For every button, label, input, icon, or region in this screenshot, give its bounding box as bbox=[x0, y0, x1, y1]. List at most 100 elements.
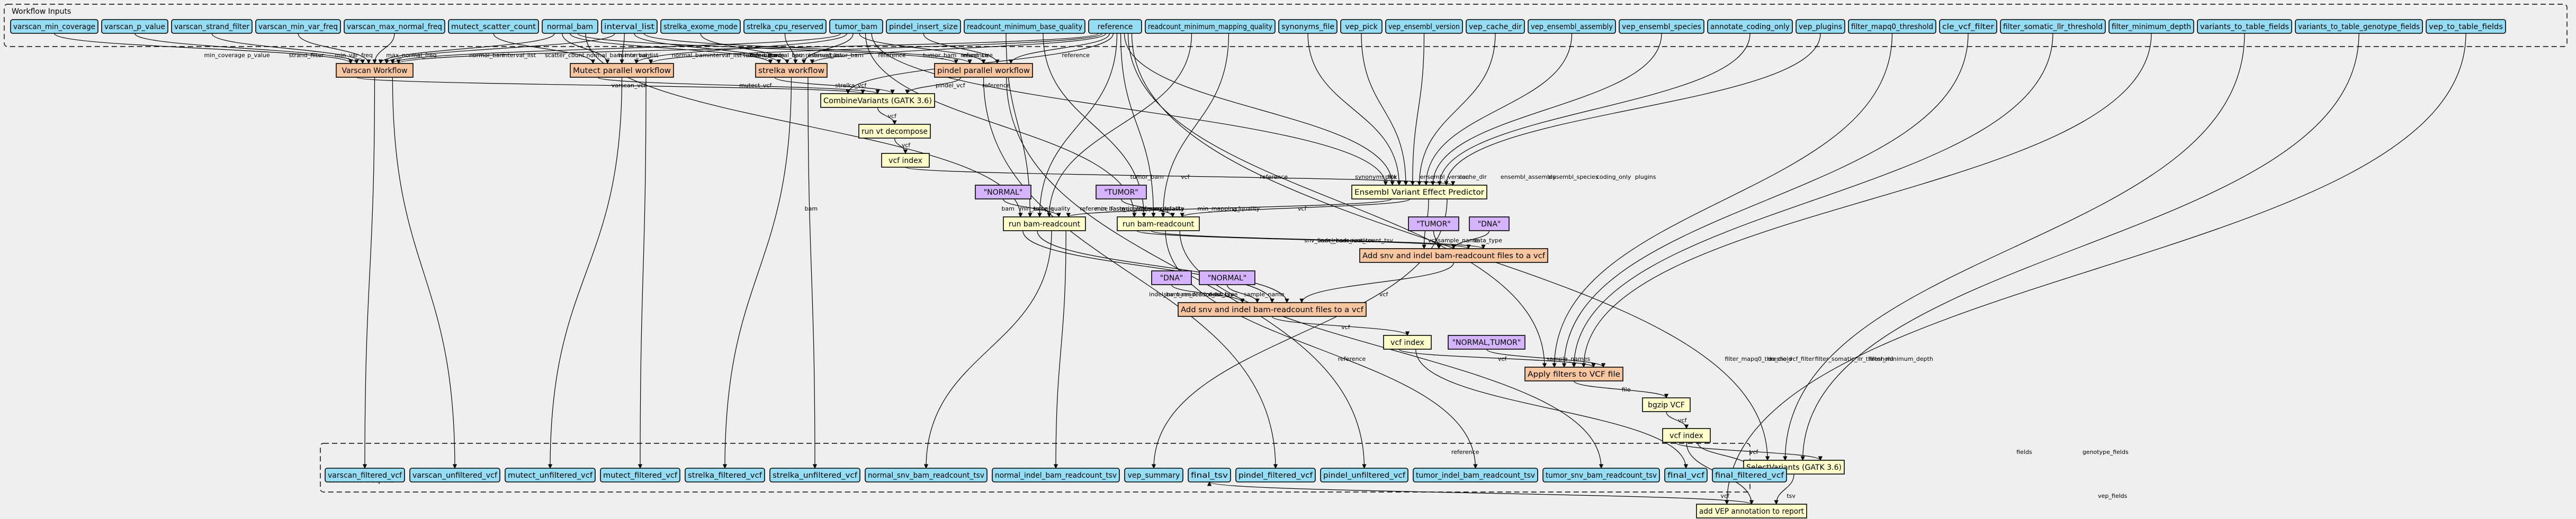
tool-node-vcfidx2[interactable]: vcf index bbox=[1383, 335, 1432, 350]
output-node-o_vuv[interactable]: varscan_unfiltered_vcf bbox=[409, 468, 500, 482]
tool-node-decompose[interactable]: run vt decompose bbox=[858, 124, 931, 139]
output-node-o_tsbrt[interactable]: tumor_snv_bam_readcount_tsv bbox=[1542, 468, 1660, 482]
constant-node-ctumor2[interactable]: "TUMOR" bbox=[1408, 216, 1459, 231]
tool-node-vep[interactable]: Ensembl Variant Effect Predictor bbox=[1351, 185, 1487, 199]
node-label: vep_cache_dir bbox=[1469, 23, 1522, 31]
input-node-vttf[interactable]: variants_to_table_fields bbox=[2197, 19, 2292, 34]
output-node-o_vs[interactable]: vep_summary bbox=[1124, 468, 1183, 482]
subworkflow-node-strelka[interactable]: strelka workflow bbox=[755, 63, 828, 78]
output-node-o_ffv[interactable]: final_filtered_vcf bbox=[1712, 468, 1787, 482]
edge-tb-to-varscan: tumor_bam bbox=[390, 33, 841, 64]
input-node-rmbq[interactable]: readcount_minimum_base_quality bbox=[964, 19, 1085, 34]
input-node-scr[interactable]: strelka_cpu_reserved bbox=[743, 19, 827, 34]
input-node-vpl[interactable]: vep_plugins bbox=[1796, 19, 1845, 34]
output-node-o_mfv[interactable]: mutect_filtered_vcf bbox=[600, 468, 680, 482]
input-node-rmmq[interactable]: readcount_minimum_mapping_quality bbox=[1145, 19, 1276, 34]
edge-ctumor2-to-addt: sample_name bbox=[1433, 230, 1479, 249]
input-node-aco[interactable]: annotate_coding_only bbox=[1707, 19, 1793, 34]
input-node-vpv[interactable]: varscan_p_value bbox=[101, 19, 168, 34]
input-node-fst[interactable]: filter_somatic_llr_threshold bbox=[2000, 19, 2106, 34]
tool-node-brt[interactable]: run bam-readcount bbox=[1117, 216, 1200, 231]
subworkflow-node-varscan[interactable]: Varscan Workflow bbox=[336, 63, 414, 78]
output-node-o_nsbrt[interactable]: normal_snv_bam_readcount_tsv bbox=[865, 468, 988, 482]
subworkflow-node-mutect[interactable]: Mutect parallel workflow bbox=[570, 63, 674, 78]
tool-node-addvep[interactable]: add VEP annotation to report bbox=[1696, 504, 1807, 518]
edge-label: indel_bam_readcount_tsv bbox=[1319, 237, 1394, 244]
node-label: CombineVariants (GATK 3.6) bbox=[823, 97, 932, 105]
input-node-vmvf[interactable]: varscan_min_var_freq bbox=[255, 19, 341, 34]
input-node-fmd[interactable]: filter_minimum_depth bbox=[2108, 19, 2194, 34]
input-node-msc[interactable]: mutect_scatter_count bbox=[448, 19, 539, 34]
constant-node-cnt[interactable]: "NORMAL,TUMOR" bbox=[1448, 335, 1525, 350]
input-node-sem[interactable]: strelka_exome_mode bbox=[660, 19, 741, 34]
input-node-pis[interactable]: pindel_insert_size bbox=[886, 19, 961, 34]
output-node-o_pfv[interactable]: pindel_filtered_vcf bbox=[1235, 468, 1316, 482]
edge-ref-to-strelka: reference bbox=[810, 33, 1107, 64]
constant-node-cdna1[interactable]: "DNA" bbox=[1469, 216, 1510, 231]
node-box bbox=[255, 19, 341, 34]
edge-nb-to-brn: bam bbox=[585, 33, 1023, 217]
input-node-nb[interactable]: normal_bam bbox=[542, 19, 598, 34]
edge-label: vcf bbox=[1379, 291, 1389, 298]
output-node-o_fv[interactable]: final_vcf bbox=[1664, 468, 1708, 482]
node-label: tumor_bam bbox=[835, 23, 877, 31]
input-node-sf[interactable]: synonyms_file bbox=[1278, 19, 1338, 34]
input-node-tb[interactable]: tumor_bam bbox=[829, 19, 883, 34]
output-node-o_ft[interactable]: final_tsv bbox=[1188, 468, 1231, 482]
input-node-vev[interactable]: vep_ensembl_version bbox=[1385, 19, 1463, 34]
tool-node-vcfidx1[interactable]: vcf index bbox=[881, 153, 930, 168]
subworkflow-node-pindel[interactable]: pindel parallel workflow bbox=[934, 63, 1033, 78]
node-label: add VEP annotation to report bbox=[1699, 507, 1804, 516]
output-node-o_suv[interactable]: strelka_unfiltered_vcf bbox=[769, 468, 860, 482]
subworkflow-node-addn[interactable]: Add snv and indel bam-readcount files to… bbox=[1178, 302, 1367, 317]
edge-line bbox=[211, 33, 365, 64]
edge-cnormal1-to-brn: sample bbox=[1002, 198, 1061, 217]
constant-node-cnormal2[interactable]: "NORMAL" bbox=[1199, 270, 1255, 285]
input-node-vsf[interactable]: varscan_strand_filter bbox=[171, 19, 253, 34]
tool-node-combine[interactable]: CombineVariants (GATK 3.6) bbox=[820, 93, 935, 108]
input-node-ves[interactable]: vep_ensembl_species bbox=[1619, 19, 1704, 34]
edge-line bbox=[1226, 284, 1260, 303]
edge-line bbox=[1573, 380, 1669, 398]
subworkflow-node-applyf[interactable]: Apply filters to VCF file bbox=[1524, 367, 1623, 381]
input-node-vtf[interactable]: vep_to_table_fields bbox=[2426, 19, 2506, 34]
output-node-o_sfv[interactable]: strelka_filtered_vcf bbox=[685, 468, 765, 482]
input-node-cvf[interactable]: cle_vcf_filter bbox=[1939, 19, 1997, 34]
constant-node-ctumor1[interactable]: "TUMOR" bbox=[1096, 185, 1147, 199]
tool-node-vcfidx3[interactable]: vcf index bbox=[1662, 428, 1711, 443]
input-node-ref[interactable]: reference bbox=[1088, 19, 1142, 34]
input-node-vmnf[interactable]: varscan_max_normal_freq bbox=[344, 19, 445, 34]
input-node-vea[interactable]: vep_ensembl_assembly bbox=[1528, 19, 1616, 34]
subworkflow-node-addt[interactable]: Add snv and indel bam-readcount files to… bbox=[1359, 248, 1548, 263]
constant-node-cnormal1[interactable]: "NORMAL" bbox=[975, 185, 1031, 199]
node-box bbox=[344, 19, 445, 34]
edge-rmbq-to-brt: min_base_quality bbox=[1043, 33, 1146, 217]
edge-vcfidx1-to-vep: vcf bbox=[905, 167, 1455, 186]
input-node-fmt[interactable]: filter_mapq0_threshold bbox=[1848, 19, 1936, 34]
input-node-vttg[interactable]: variants_to_table_genotype_fields bbox=[2295, 19, 2423, 34]
tool-node-bgzip[interactable]: bgzip VCF bbox=[1642, 397, 1691, 412]
tool-node-brn[interactable]: run bam-readcount bbox=[1003, 216, 1086, 231]
output-node-o_nibrt[interactable]: normal_indel_bam_readcount_tsv bbox=[992, 468, 1120, 482]
output-node-o_muv[interactable]: mutect_unfiltered_vcf bbox=[505, 468, 596, 482]
edge-selectv-to-addvep: tsv bbox=[1774, 474, 1796, 505]
edge-label: vcf bbox=[1721, 493, 1730, 499]
edge-label: normal_bam bbox=[768, 52, 804, 59]
node-label: varscan_filtered_vcf bbox=[328, 471, 402, 480]
input-node-vmc[interactable]: varscan_min_coverage bbox=[10, 19, 98, 34]
node-box bbox=[2197, 19, 2292, 34]
constant-node-cdna2[interactable]: "DNA" bbox=[1151, 270, 1192, 285]
output-node-o_vfv[interactable]: varscan_filtered_vcf bbox=[325, 468, 405, 482]
node-box bbox=[2108, 19, 2194, 34]
edge-label: sample_name bbox=[1438, 237, 1479, 244]
edge-line bbox=[722, 77, 792, 469]
input-node-vpck[interactable]: vep_pick bbox=[1340, 19, 1383, 34]
edge-label: reference bbox=[1062, 52, 1090, 59]
input-node-il[interactable]: interval_list bbox=[601, 19, 658, 34]
edge-label: insert_size bbox=[962, 52, 993, 59]
output-node-o_puv[interactable]: pindel_unfiltered_vcf bbox=[1320, 468, 1408, 482]
input-node-vcd[interactable]: vep_cache_dir bbox=[1466, 19, 1525, 34]
node-label: bgzip VCF bbox=[1648, 401, 1685, 409]
node-box bbox=[1642, 397, 1691, 412]
output-node-o_tibrt[interactable]: tumor_indel_bam_readcount_tsv bbox=[1413, 468, 1538, 482]
